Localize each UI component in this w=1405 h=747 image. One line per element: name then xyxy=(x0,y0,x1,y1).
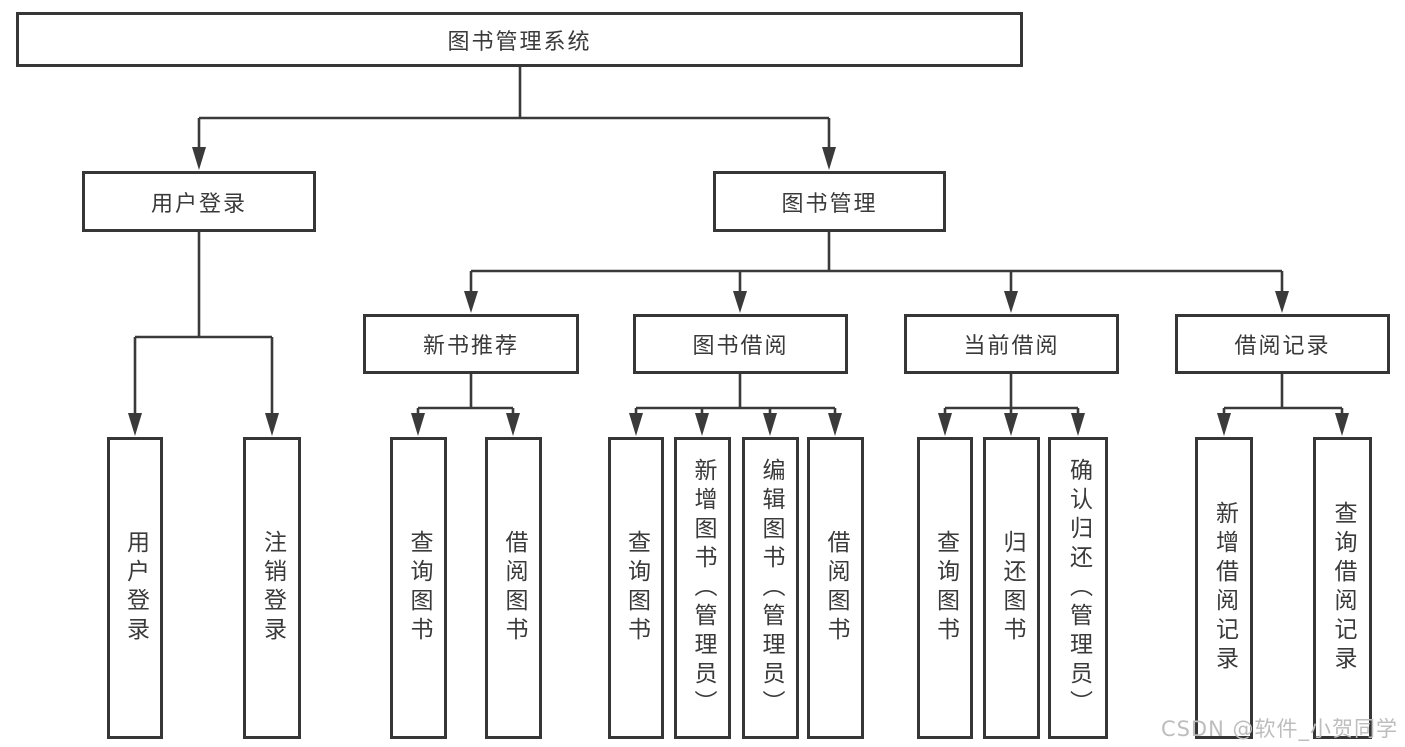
leaf-nbr-query-books: 查询图书 xyxy=(390,437,447,739)
node-current-borrowing: 当前借阅 xyxy=(904,314,1119,374)
leaf-cb-return-books: 归还图书 xyxy=(983,437,1040,739)
leaf-cb-confirm-return-admin: 确认归还（管理员） xyxy=(1048,437,1108,739)
connector-arrowheads xyxy=(128,147,1349,436)
leaf-bb-edit-books-admin: 编辑图书（管理员） xyxy=(742,437,799,739)
node-book-borrowing: 图书借阅 xyxy=(633,314,848,374)
connector-lines xyxy=(133,67,1344,416)
leaf-bb-borrow-books: 借阅图书 xyxy=(807,437,864,739)
leaf-bb-add-books-admin: 新增图书（管理员） xyxy=(674,437,731,739)
node-new-book-recommendation: 新书推荐 xyxy=(363,314,579,374)
watermark: CSDN @软件_小贺同学 xyxy=(1160,717,1398,741)
leaf-cb-query-books: 查询图书 xyxy=(917,437,973,739)
node-borrowing-records: 借阅记录 xyxy=(1175,314,1390,374)
leaf-user-login: 用户登录 xyxy=(107,437,163,739)
node-user-login: 用户登录 xyxy=(82,171,316,232)
leaf-br-query-record: 查询借阅记录 xyxy=(1313,437,1372,739)
leaf-br-add-record: 新增借阅记录 xyxy=(1195,437,1253,739)
node-book-management: 图书管理 xyxy=(713,171,946,232)
leaf-nbr-borrow-books: 借阅图书 xyxy=(485,437,542,739)
node-library-management-system: 图书管理系统 xyxy=(16,12,1023,67)
leaf-bb-query-books: 查询图书 xyxy=(608,437,664,739)
leaf-logout: 注销登录 xyxy=(243,437,301,739)
